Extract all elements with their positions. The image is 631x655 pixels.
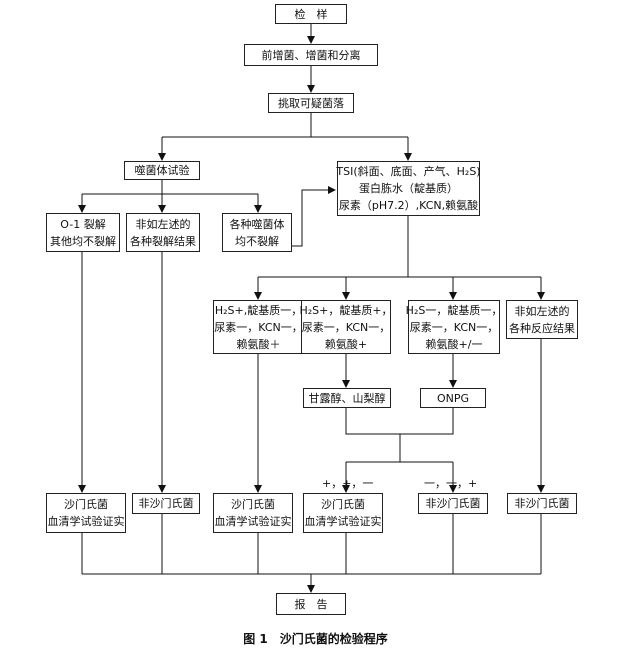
- node-tsi-line-1: TSI(斜面、底面、产气、H₂S): [336, 165, 481, 178]
- node-result-3-line-1: H₂S一，靛基质一，: [405, 303, 503, 317]
- arrow-no-lysis-to-tsi: [292, 186, 336, 247]
- node-conclusion-2-line-1: 非沙门氏菌: [138, 497, 194, 510]
- node-conclusion-1-line-1: 沙门氏菌: [64, 498, 108, 511]
- connector-onpg-merge: [400, 408, 454, 435]
- node-result-4: 非如左述的 各种反应结果: [506, 300, 578, 339]
- node-tsi-line-2: 蛋白胨水（靛基质）: [359, 182, 458, 195]
- node-conclusion-1-line-2: 血清学试验证实: [47, 515, 125, 528]
- node-sample-line-1: 检 样: [294, 7, 328, 21]
- node-other-lysis: 非如左述的 各种裂解结果: [126, 213, 200, 252]
- label-plus-result: +，+，一: [322, 477, 374, 490]
- node-enrich: 前增菌、增菌和分离: [244, 44, 378, 66]
- node-conclusion-5-line-1: 非沙门氏菌: [425, 497, 481, 510]
- node-result-2: H₂S+，靛基质+， 尿素一，KCN一， 赖氨酸+: [299, 300, 393, 354]
- node-other-lysis-line-1: 非如左述的: [135, 217, 191, 231]
- node-tsi: TSI(斜面、底面、产气、H₂S) 蛋白胨水（靛基质） 尿素（pH7.2）,KC…: [336, 161, 481, 216]
- node-report-line-1: 报 告: [294, 597, 328, 611]
- node-conclusion-3-line-1: 沙门氏菌: [231, 498, 275, 511]
- node-result-1-line-3: 赖氨酸＋: [236, 337, 281, 351]
- node-report: 报 告: [276, 593, 346, 615]
- figure-caption: 图 1 沙门氏菌的检验程序: [243, 632, 388, 646]
- label-minus-result: 一，一，+: [424, 477, 478, 490]
- node-phage-test: 噬菌体试验: [124, 161, 200, 180]
- node-conclusion-4: 沙门氏菌 血清学试验证实: [303, 493, 383, 533]
- node-pick-line-1: 挑取可疑菌落: [278, 96, 344, 110]
- node-onpg: ONPG: [420, 388, 486, 408]
- node-result-4-line-2: 各种反应结果: [509, 321, 575, 335]
- node-o1-lysis: O-1 裂解 其他均不裂解: [46, 213, 120, 252]
- node-result-2-line-1: H₂S+，靛基质+，: [299, 303, 393, 317]
- node-conclusion-4-line-1: 沙门氏菌: [321, 498, 365, 511]
- node-phage-line-1: 噬菌体试验: [134, 164, 190, 177]
- node-result-3: H₂S一，靛基质一， 尿素一，KCN一， 赖氨酸+/一: [405, 300, 503, 354]
- node-enrich-line-1: 前增菌、增菌和分离: [261, 48, 361, 62]
- node-conclusion-1: 沙门氏菌 血清学试验证实: [46, 493, 126, 533]
- node-no-lysis: 各种噬菌体 均不裂解: [222, 213, 292, 252]
- node-conclusion-6-line-1: 非沙门氏菌: [514, 497, 570, 510]
- node-result-1: H₂S+,靛基质一， 尿素一，KCN一， 赖氨酸＋: [213, 300, 304, 354]
- node-sample: 检 样: [275, 4, 347, 24]
- node-result-2-line-3: 赖氨酸+: [324, 337, 368, 351]
- node-conclusion-6: 非沙门氏菌: [507, 493, 577, 514]
- node-result-4-line-1: 非如左述的: [514, 304, 570, 318]
- node-tsi-line-3: 尿素（pH7.2）,KCN,赖氨酸: [338, 199, 479, 212]
- node-o1-line-1: O-1 裂解: [60, 217, 106, 231]
- connector-sugar-merge: [345, 408, 400, 435]
- node-conclusion-3: 沙门氏菌 血清学试验证实: [213, 493, 293, 533]
- node-result-3-line-2: 尿素一，KCN一，: [409, 320, 499, 334]
- node-sugar-line-1: 甘露醇、山梨醇: [308, 391, 386, 405]
- node-other-lysis-line-2: 各种裂解结果: [130, 234, 196, 248]
- node-o1-line-2: 其他均不裂解: [50, 234, 116, 248]
- node-no-lysis-line-1: 各种噬菌体: [229, 217, 285, 231]
- node-conclusion-5: 非沙门氏菌: [418, 493, 488, 514]
- node-conclusion-4-line-2: 血清学试验证实: [304, 515, 382, 528]
- node-conclusion-2: 非沙门氏菌: [132, 493, 200, 514]
- node-result-1-line-1: H₂S+,靛基质一，: [214, 303, 303, 317]
- node-result-3-line-3: 赖氨酸+/一: [425, 337, 483, 351]
- node-result-1-line-2: 尿素一，KCN一，: [214, 320, 303, 334]
- node-onpg-line-1: ONPG: [436, 391, 470, 405]
- node-result-2-line-2: 尿素一，KCN一，: [301, 320, 391, 334]
- node-no-lysis-line-2: 均不裂解: [235, 234, 279, 248]
- node-conclusion-3-line-2: 血清学试验证实: [214, 515, 292, 528]
- node-pick: 挑取可疑菌落: [268, 93, 354, 113]
- node-sugar: 甘露醇、山梨醇: [303, 388, 391, 408]
